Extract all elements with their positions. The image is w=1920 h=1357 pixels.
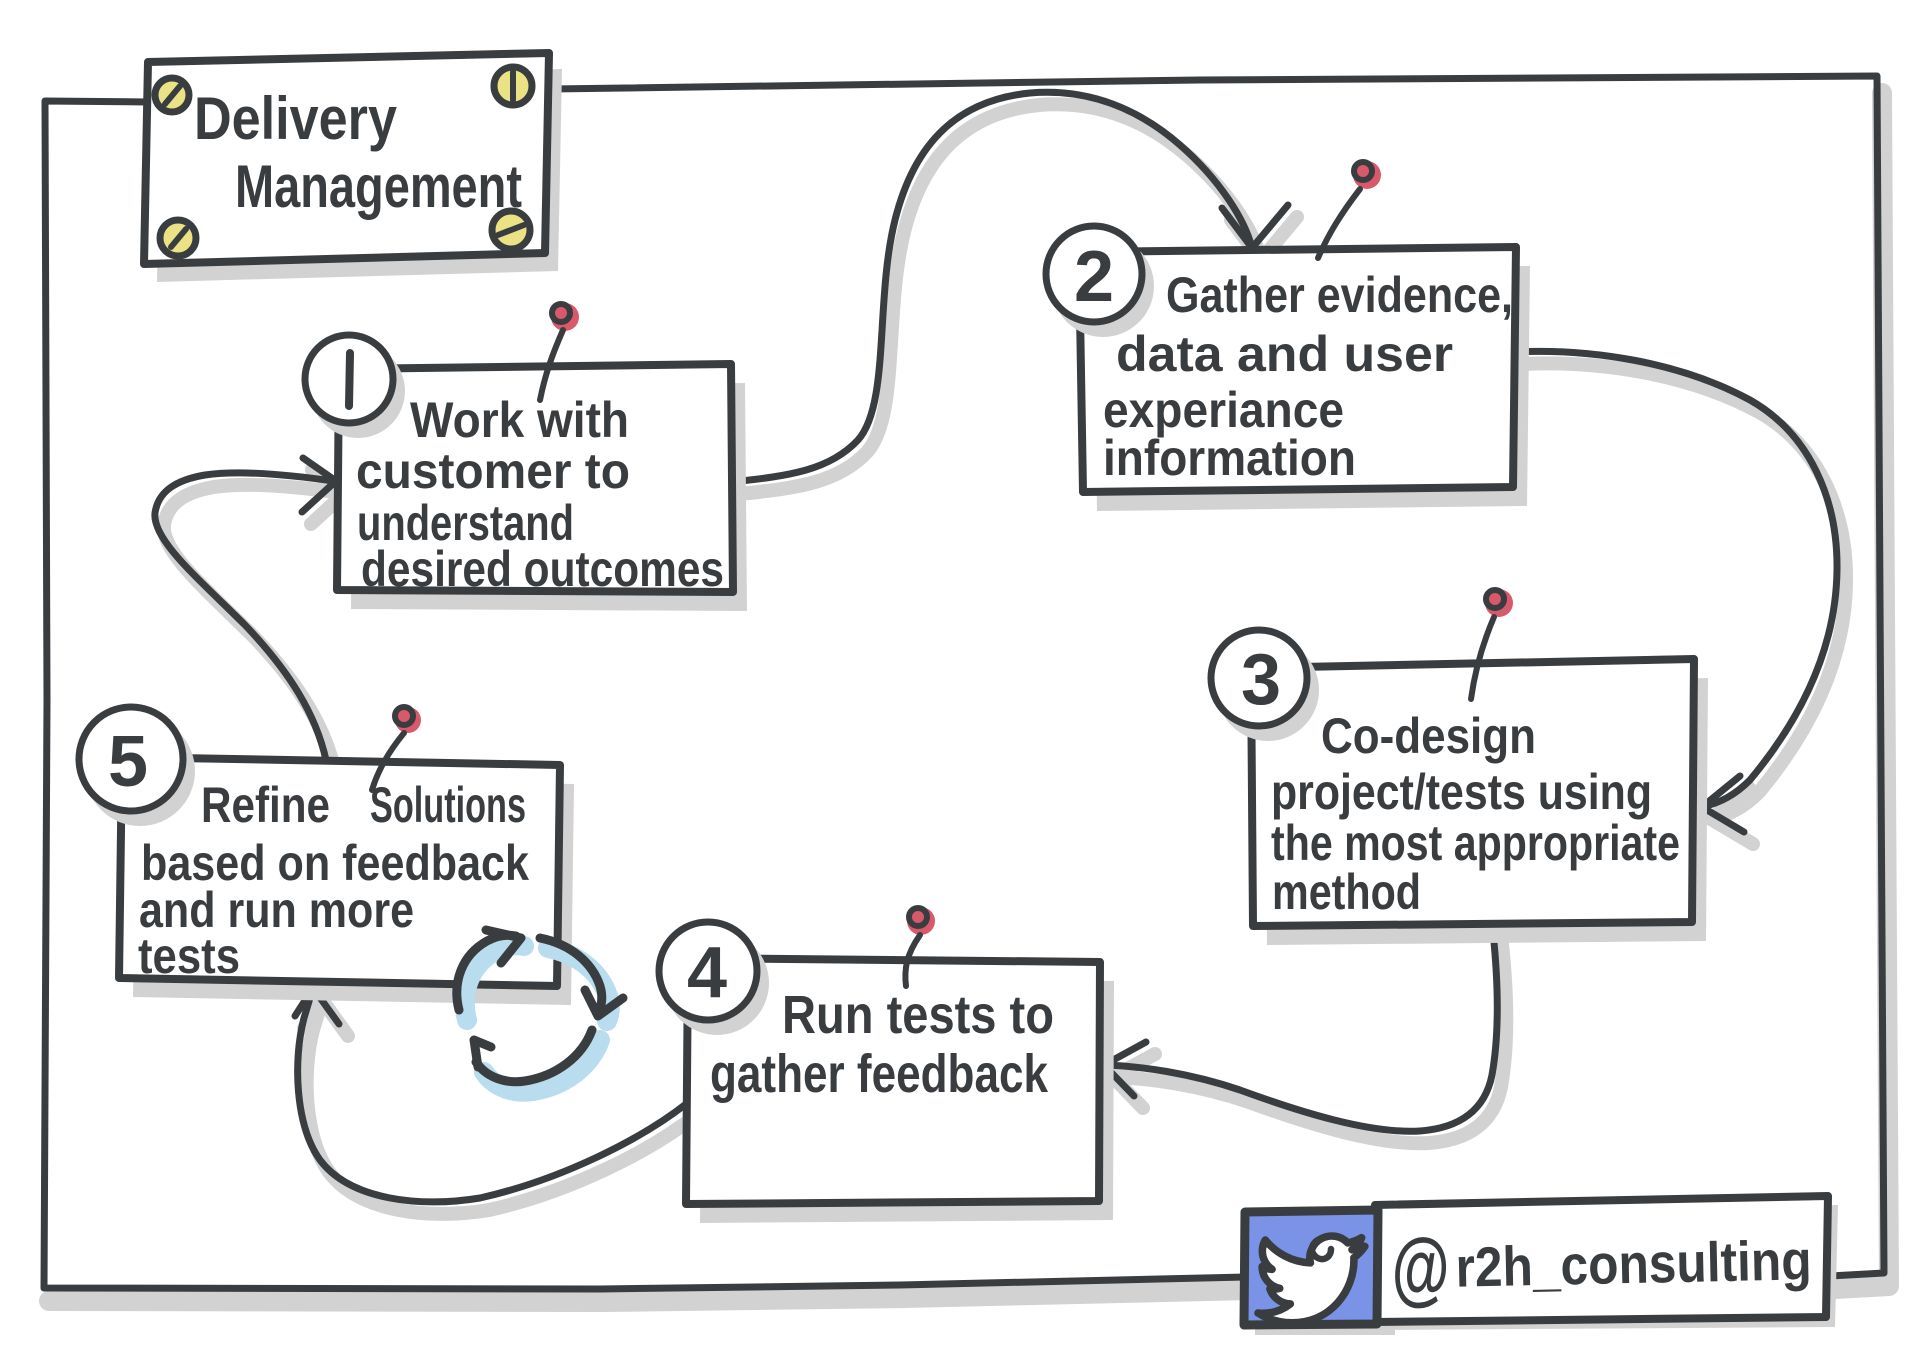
svg-text:the most appropriate: the most appropriate [1271, 815, 1680, 871]
svg-text:Refine: Refine [201, 777, 330, 833]
svg-text:desired outcomes: desired outcomes [361, 541, 724, 597]
svg-text:Delivery: Delivery [194, 85, 398, 152]
svg-text:Gather evidence,: Gather evidence, [1166, 267, 1513, 323]
svg-text:method: method [1272, 864, 1421, 920]
svg-text:Co-design: Co-design [1321, 708, 1536, 764]
svg-text:experiance: experiance [1103, 382, 1344, 438]
svg-text:2: 2 [1074, 237, 1114, 317]
svg-text:data and user: data and user [1116, 326, 1453, 382]
svg-text:gather feedback: gather feedback [710, 1044, 1049, 1104]
svg-text:information: information [1103, 430, 1356, 486]
svg-text:3: 3 [1241, 640, 1281, 720]
svg-text:Solutions: Solutions [370, 777, 526, 833]
svg-text:tests: tests [138, 928, 240, 984]
svg-text:customer to: customer to [356, 443, 630, 499]
svg-text:Run tests to: Run tests to [782, 985, 1054, 1045]
svg-text:@: @ [1391, 1222, 1451, 1314]
svg-text:understand: understand [357, 495, 574, 551]
svg-text:based on feedback: based on feedback [141, 835, 529, 891]
svg-text:Work with: Work with [410, 392, 629, 448]
svg-text:Management: Management [235, 153, 522, 220]
svg-text:r2h_consulting: r2h_consulting [1455, 1228, 1812, 1298]
svg-text:and run more: and run more [139, 882, 414, 938]
svg-text:5: 5 [108, 722, 148, 802]
svg-text:project/tests using: project/tests using [1271, 764, 1652, 820]
svg-text:4: 4 [687, 933, 727, 1013]
